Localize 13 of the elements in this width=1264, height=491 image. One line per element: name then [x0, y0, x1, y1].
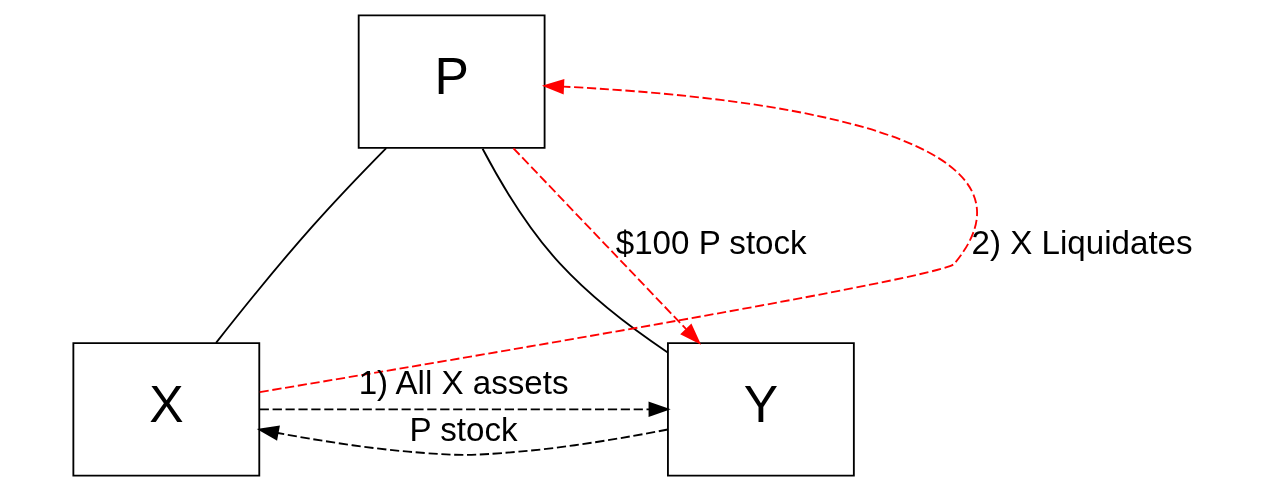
edge-label: $100 P stock: [615, 223, 807, 261]
arrow: [258, 78, 977, 393]
node-box: P: [357, 14, 545, 149]
connector: [214, 147, 387, 344]
node-box: Y: [666, 342, 855, 477]
connector: [481, 147, 669, 354]
node-box: X: [71, 342, 260, 477]
arrow: [512, 147, 701, 345]
edge-label: 1) All X assets: [358, 363, 569, 401]
edge-label: P stock: [409, 411, 518, 449]
arrow: [258, 401, 671, 418]
edge-label: 2) X Liquidates: [971, 223, 1193, 261]
arrow: [256, 425, 669, 456]
